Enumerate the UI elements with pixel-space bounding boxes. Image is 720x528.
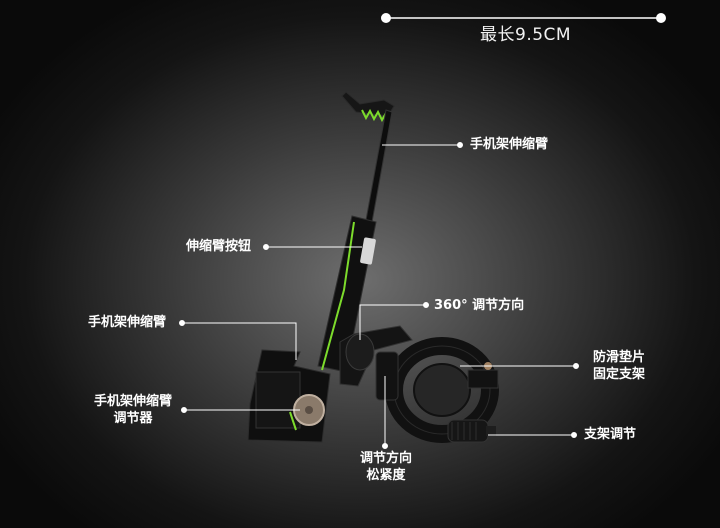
leader-lines xyxy=(179,142,579,449)
swivel-joint xyxy=(339,325,413,387)
label-arm-adjuster-line2: 调节器 xyxy=(113,411,153,426)
label-tension: 调节方向 松紧度 xyxy=(350,450,422,484)
telescopic-arm-thin xyxy=(365,109,393,223)
label-anti-slip-pad-line1: 防滑垫片 xyxy=(592,350,645,365)
lower-clamp xyxy=(247,349,331,443)
label-arm-button: 伸缩臂按钮 xyxy=(186,239,252,254)
label-anti-slip-pad-line2: 固定支架 xyxy=(592,367,645,382)
handlebar-clamp xyxy=(375,337,499,443)
label-tension-line2: 松紧度 xyxy=(366,468,406,483)
label-arm-adjuster: 手机架伸缩臂 调节器 xyxy=(88,393,178,427)
max-width-caption: 最长9.5CM xyxy=(480,25,572,45)
dimension-bar xyxy=(381,13,666,23)
label-anti-slip-pad: 防滑垫片 固定支架 xyxy=(584,349,654,383)
label-telescopic-arm-top: 手机架伸缩臂 xyxy=(470,137,549,152)
label-tension-line1: 调节方向 xyxy=(359,451,412,466)
label-rotation: 360° 调节方向 xyxy=(434,298,525,313)
arm-hook xyxy=(341,91,395,123)
label-telescopic-arm-left: 手机架伸缩臂 xyxy=(88,315,167,330)
label-bracket-adjust: 支架调节 xyxy=(584,427,637,442)
label-arm-adjuster-line1: 手机架伸缩臂 xyxy=(93,394,172,409)
tension-knob xyxy=(447,419,496,443)
